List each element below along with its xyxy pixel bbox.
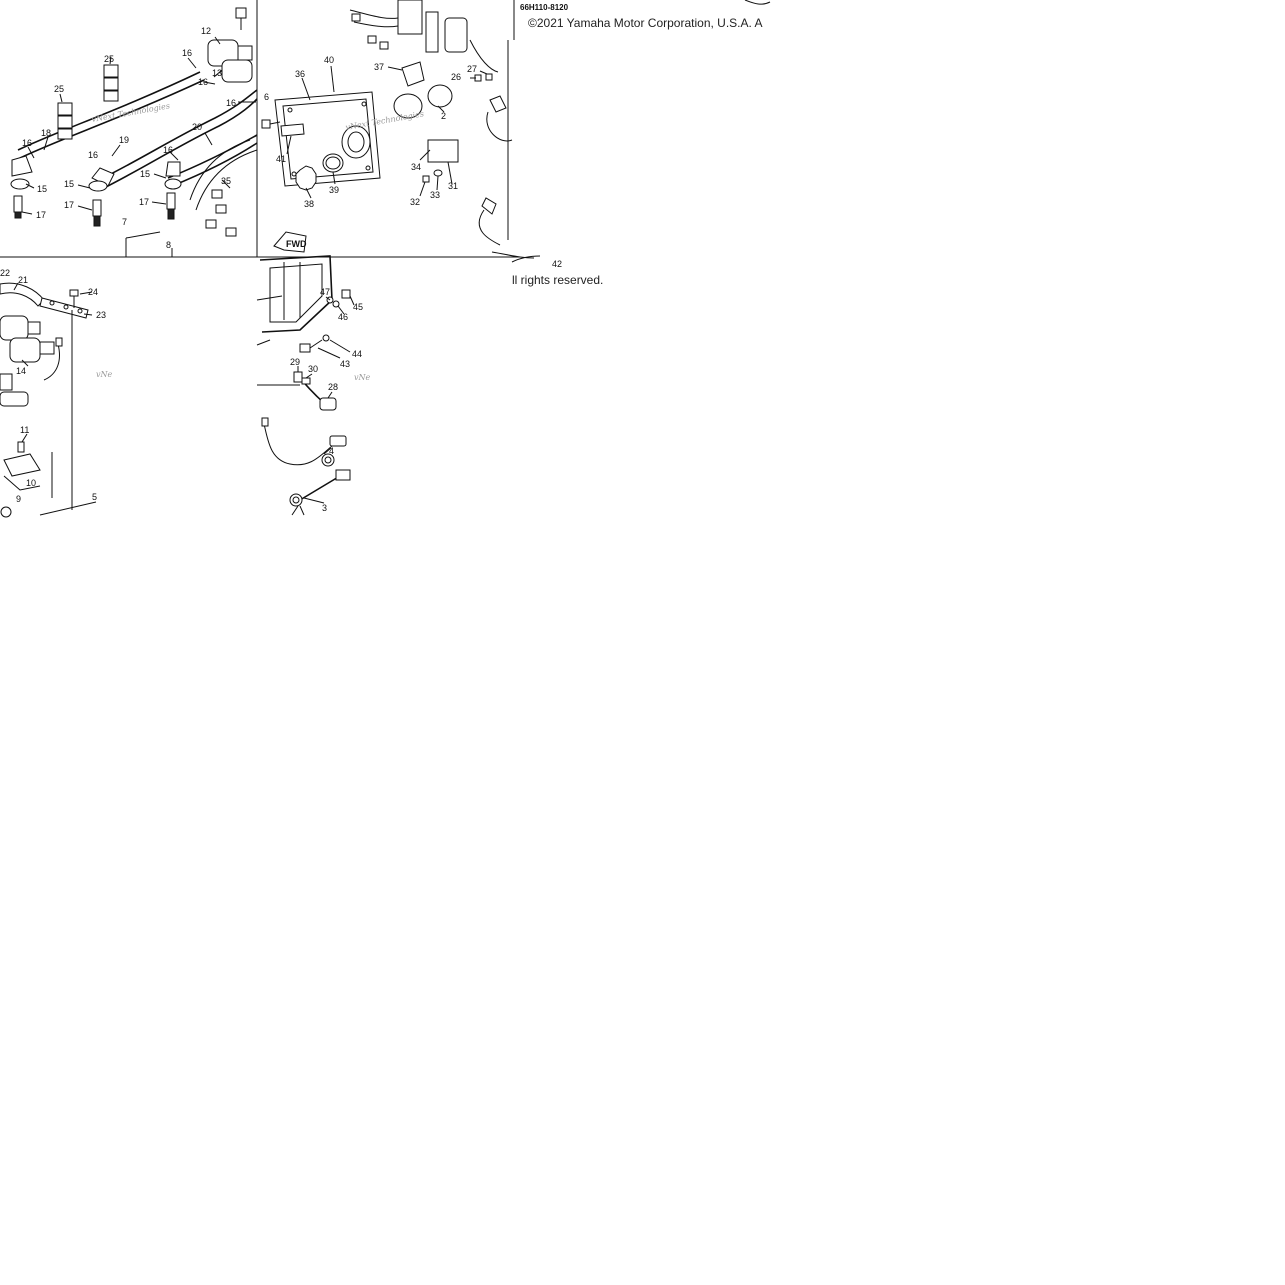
callout-30: 30 — [308, 364, 318, 374]
callout-11: 11 — [20, 425, 29, 435]
diagram-edge-fragment — [511, 255, 541, 263]
callout-16: 16 — [163, 145, 173, 155]
callout-15: 15 — [64, 179, 74, 189]
callout-16: 16 — [182, 48, 192, 58]
callout-16: 16 — [226, 98, 236, 108]
callout-10: 10 — [26, 478, 36, 488]
callout-46: 46 — [338, 312, 348, 322]
callout-27: 27 — [467, 64, 477, 74]
callout-29: 29 — [290, 357, 300, 367]
callout-8: 8 — [166, 240, 171, 250]
callout-34: 34 — [411, 162, 421, 172]
callout-14: 14 — [16, 366, 26, 376]
callout-28: 28 — [328, 382, 338, 392]
callout-3: 3 — [322, 503, 327, 513]
callout-35: 35 — [221, 176, 231, 186]
callout-42: 42 — [552, 259, 562, 269]
callout-21: 21 — [18, 275, 28, 285]
callout-16: 16 — [88, 150, 98, 160]
forward-arrow-icon: FWD — [273, 231, 307, 253]
callout-25: 25 — [104, 54, 114, 64]
callout-13: 13 — [212, 68, 222, 78]
callout-7: 7 — [122, 217, 127, 227]
callout-15: 15 — [37, 184, 47, 194]
callout-4: 4 — [329, 446, 334, 456]
fwd-label: FWD — [286, 239, 307, 249]
callout-44: 44 — [352, 349, 362, 359]
panel-ignition-leads: 12 13 16 16 16 16 16 16 25 25 18 19 20 3… — [0, 0, 258, 258]
callout-19: 19 — [119, 135, 129, 145]
callout-17: 17 — [36, 210, 46, 220]
callout-17: 17 — [64, 200, 74, 210]
callout-12: 12 — [201, 26, 211, 36]
callout-24: 24 — [88, 287, 98, 297]
callout-31: 31 — [448, 181, 458, 191]
callout-18: 18 — [41, 128, 51, 138]
callout-45: 45 — [353, 302, 363, 312]
callout-17: 17 — [139, 197, 149, 207]
callout-33: 33 — [430, 190, 440, 200]
callout-39: 39 — [329, 185, 339, 195]
callout-26: 26 — [451, 72, 461, 82]
callout-32: 32 — [410, 197, 420, 207]
copyright-notice: ©2021 Yamaha Motor Corporation, U.S.A. A — [528, 16, 763, 30]
callout-40: 40 — [324, 55, 334, 65]
callout-5: 5 — [92, 492, 97, 502]
panel-coils-and-sensors: 22 21 24 23 14 11 10 9 5 vNe — [0, 268, 113, 518]
callout-25: 25 — [54, 84, 64, 94]
diagram-edge-fragment — [744, 0, 771, 5]
callout-15: 15 — [140, 169, 150, 179]
watermark: vNext Technologies — [91, 101, 171, 124]
panel-bracket-and-switches: FWD 47 46 45 44 — [256, 231, 371, 516]
panel-cover-and-relays: 36 40 6 41 39 38 37 2 26 27 34 31 33 32 … — [257, 0, 562, 269]
callout-16: 16 — [22, 138, 32, 148]
copyright-notice-continued: ll rights reserved. — [512, 273, 603, 287]
callout-16: 16 — [198, 77, 208, 87]
callout-20: 20 — [192, 122, 202, 132]
callout-9: 9 — [16, 494, 21, 504]
callout-41: 41 — [276, 154, 286, 164]
callout-23: 23 — [96, 310, 106, 320]
callout-2: 2 — [441, 111, 446, 121]
callout-6: 6 — [264, 92, 269, 102]
watermark: vNe — [96, 370, 113, 379]
callout-43: 43 — [340, 359, 350, 369]
callout-47: 47 — [320, 287, 330, 297]
callout-38: 38 — [304, 199, 314, 209]
callout-22: 22 — [0, 268, 10, 278]
watermark: vNe — [354, 373, 371, 382]
diagram-code: 66H110-8120 — [520, 3, 569, 12]
callout-36: 36 — [295, 69, 305, 79]
callout-37: 37 — [374, 62, 384, 72]
